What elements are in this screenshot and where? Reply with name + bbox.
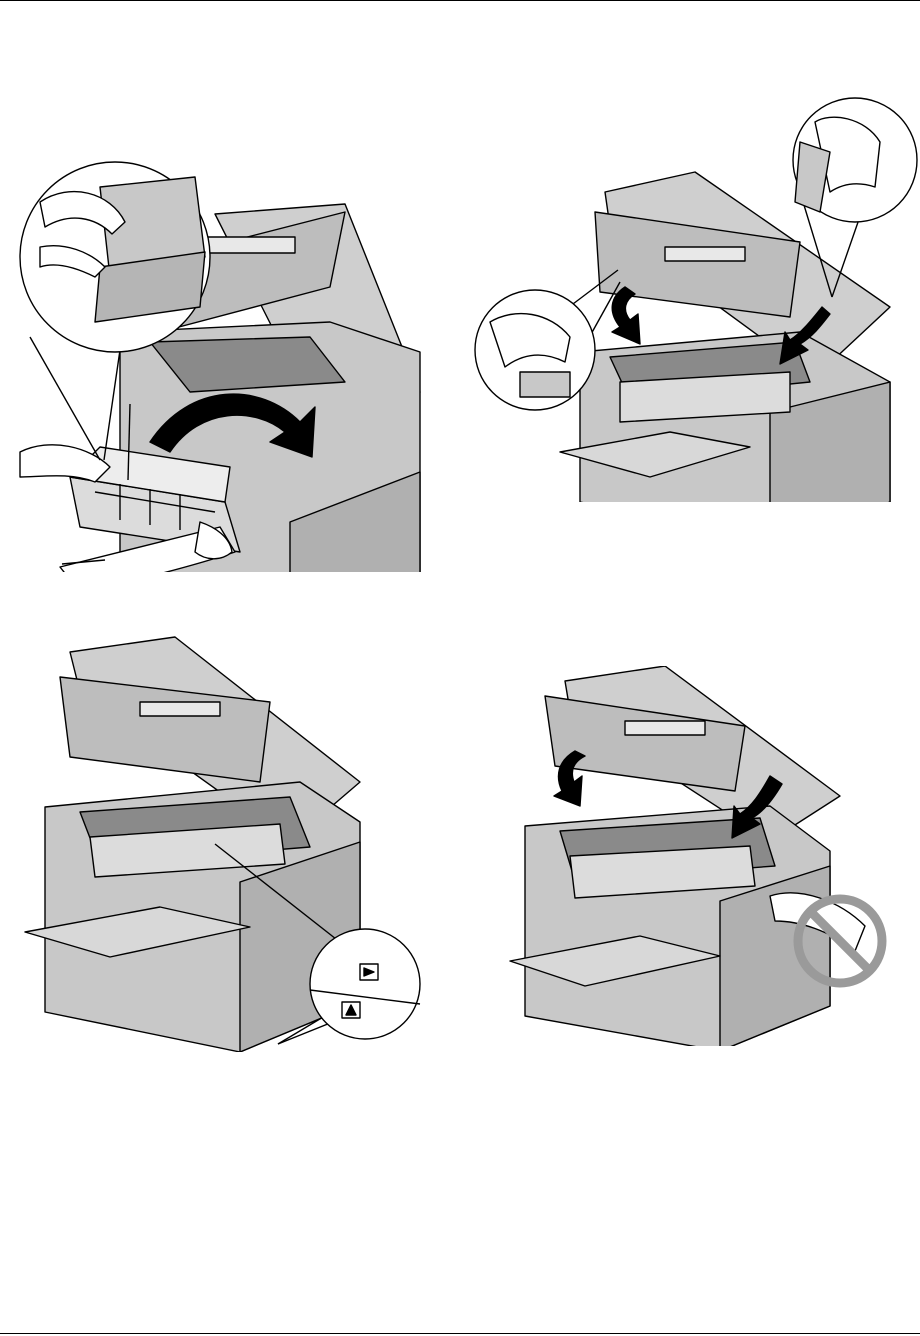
magnifier-callout-icon [310, 929, 420, 1039]
push-levers-illustration [470, 82, 920, 502]
fig-push-down-levers [470, 82, 920, 502]
fig-align-triangle-marks [0, 632, 440, 1052]
fig-install-drum [0, 82, 440, 572]
fig-close-cover [470, 666, 920, 1046]
top-rule [0, 0, 920, 1]
close-cover-illustration [470, 666, 920, 1046]
install-drum-illustration [0, 82, 440, 572]
triangle-marks-illustration [0, 632, 440, 1052]
bottom-rule [0, 1333, 920, 1334]
